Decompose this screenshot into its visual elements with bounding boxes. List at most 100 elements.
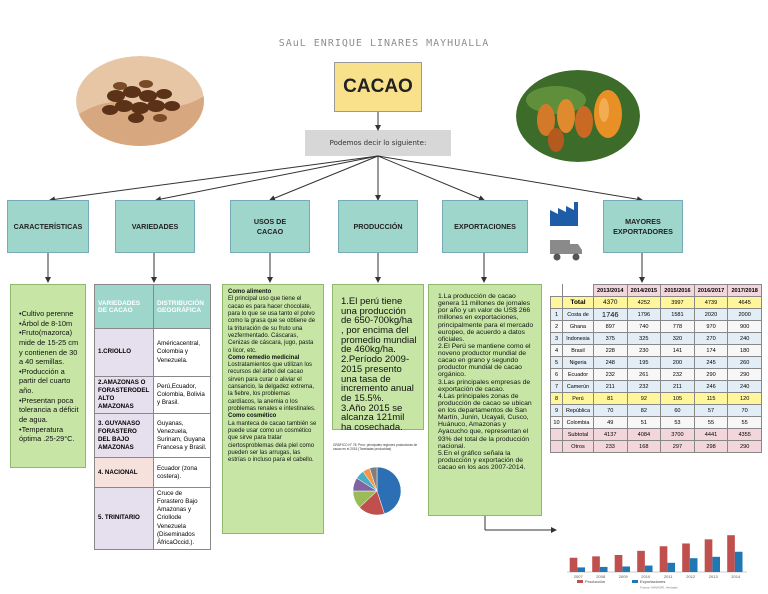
- exportadores-header-row: 2013/2014 2014/2015 2015/2016 2016/2017 …: [551, 285, 762, 297]
- variedad-dist: Américacentral, Colombia y Venezuela.: [154, 329, 211, 377]
- exportacion-item: 5.En el gráfico señala la producción y e…: [438, 450, 536, 471]
- table-cell: 60: [661, 405, 695, 417]
- table-cell: 4084: [627, 429, 661, 441]
- year-header: 2016/2017: [694, 285, 728, 297]
- bar-exportaciones: [690, 558, 698, 572]
- year-header: 2017/2018: [728, 285, 762, 297]
- table-cell: 10: [551, 417, 563, 429]
- uso-heading: Como alimento: [228, 289, 318, 296]
- table-cell: 200: [661, 357, 695, 369]
- otros-row: Otros 233 168 297 298 290: [551, 441, 762, 453]
- bar-exportaciones: [735, 552, 743, 572]
- table-cell: 325: [627, 333, 661, 345]
- bar-produccion: [615, 555, 623, 572]
- produccion-item: 3.Año 2015 se alcanza 121mil ha cosechad…: [341, 404, 417, 433]
- table-cell: Perú: [563, 393, 594, 405]
- caracteristica-item: •Producción a partir del cuarto año.: [19, 367, 80, 396]
- table-cell: 2: [551, 321, 563, 333]
- table-cell: 53: [661, 417, 695, 429]
- exportadores-table: 2013/2014 2014/2015 2015/2016 2016/2017 …: [550, 284, 762, 453]
- bar-produccion: [705, 539, 713, 572]
- variedades-row: 2.AMAZONAS O FORASTERODEL ALTO AMAZONAS …: [95, 377, 211, 414]
- bar-produccion: [727, 535, 735, 572]
- table-cell: 240: [728, 333, 762, 345]
- caracteristica-item: •Temperatura óptima .25-29°C.: [19, 425, 80, 444]
- table-cell: 245: [694, 357, 728, 369]
- table-cell: Camerún: [563, 381, 594, 393]
- table-cell: 57: [694, 405, 728, 417]
- table-cell: 240: [728, 381, 762, 393]
- table-cell: 141: [661, 345, 695, 357]
- table-cell: 1581: [661, 309, 695, 321]
- table-cell: 232: [627, 381, 661, 393]
- chart-source: Fuente: MINAGRI, Veritrade: [640, 586, 678, 590]
- total-row: Total 4370 4252 3997 4739 4645: [551, 297, 762, 309]
- table-cell: 81: [593, 393, 627, 405]
- bar-exportaciones: [645, 566, 653, 572]
- caracteristica-item: •Fruto(mazorca) mide de 15-25 cm y conti…: [19, 328, 80, 367]
- uso-text: Lostratamientos que utilizan los recurso…: [228, 362, 318, 413]
- table-cell: Nigeria: [563, 357, 594, 369]
- x-tick-label: 2014: [731, 574, 741, 579]
- category-exportaciones: EXPORTACIONES: [442, 200, 528, 253]
- table-cell: Colombia: [563, 417, 594, 429]
- x-tick-label: 2007: [574, 574, 584, 579]
- exportacion-item: 1.La producción de cacao genera 11 millo…: [438, 293, 536, 343]
- table-cell: 105: [661, 393, 695, 405]
- legend-swatch: [577, 580, 583, 583]
- exportador-row: 8Perú8192105115120: [551, 393, 762, 405]
- subtotal-label: Subtotal: [563, 429, 594, 441]
- table-cell: 55: [728, 417, 762, 429]
- caracteristica-item: •Cultivo perenne: [19, 309, 80, 319]
- category-usos: USOS DE CACAO: [230, 200, 310, 253]
- table-cell: 195: [627, 357, 661, 369]
- table-cell: 1796: [627, 309, 661, 321]
- produccion-box: 1.El perú tiene una producción de 650-70…: [332, 284, 424, 430]
- exportador-row: 1Costa de17461796158120202000: [551, 309, 762, 321]
- table-cell: 51: [627, 417, 661, 429]
- variedad-dist: Ecuador (zona costera).: [154, 458, 211, 488]
- bar-produccion: [637, 551, 645, 572]
- table-cell: 168: [627, 441, 661, 453]
- year-header: 2013/2014: [593, 285, 627, 297]
- table-cell: Ghana: [563, 321, 594, 333]
- usos-box: Como alimento El principal uso que tiene…: [222, 284, 324, 534]
- table-cell: 297: [661, 441, 695, 453]
- table-cell: 298: [694, 441, 728, 453]
- table-cell: 2020: [694, 309, 728, 321]
- table-cell: 4137: [593, 429, 627, 441]
- caracteristica-item: •Árbol de 8-10m: [19, 319, 80, 329]
- table-cell: 290: [728, 369, 762, 381]
- table-cell: 4355: [728, 429, 762, 441]
- exportacion-item: 3.Las principales empresas de exportació…: [438, 379, 536, 393]
- table-cell: 55: [694, 417, 728, 429]
- table-cell: 3700: [661, 429, 695, 441]
- exportador-row: 5Nigeria248195200245260: [551, 357, 762, 369]
- produccion-chart-caption: GRÁFICO N° 78. Perú: principales regione…: [331, 442, 423, 453]
- exportacion-item: 2.El Perú se mantiene como el noveno pro…: [438, 343, 536, 379]
- variedad-name: 1.CRIOLLO: [95, 329, 154, 377]
- subtotal-row: Subtotal 4137 4084 3700 4441 4355: [551, 429, 762, 441]
- bar-exportaciones: [622, 566, 630, 572]
- year-header: 2015/2016: [661, 285, 695, 297]
- uso-heading: Como remedio medicinal: [228, 355, 318, 362]
- legend-label: Producción: [585, 579, 605, 584]
- x-tick-label: 2012: [686, 574, 696, 579]
- table-cell: 232: [661, 369, 695, 381]
- table-cell: 230: [627, 345, 661, 357]
- variedades-table: VARIEDADES DE CACAO DISTRIBUCIÓN GEOGRÁF…: [94, 284, 211, 550]
- produccion-item: 2.Período 2009-2015 presento una tasa de…: [341, 355, 417, 403]
- table-cell: 261: [627, 369, 661, 381]
- x-tick-label: 2009: [619, 574, 629, 579]
- bar-produccion: [592, 556, 600, 572]
- uso-text: La manteca de cacao también se puede usa…: [228, 421, 318, 465]
- table-cell: Costa de: [563, 309, 594, 321]
- variedades-header: VARIEDADES DE CACAO: [95, 285, 154, 329]
- bar-produccion: [682, 543, 690, 572]
- table-cell: 92: [627, 393, 661, 405]
- table-cell: 970: [694, 321, 728, 333]
- variedad-name: 5. TRINITARIO: [95, 488, 154, 549]
- exportacion-item: 4.Las principales zonas de producción de…: [438, 393, 536, 450]
